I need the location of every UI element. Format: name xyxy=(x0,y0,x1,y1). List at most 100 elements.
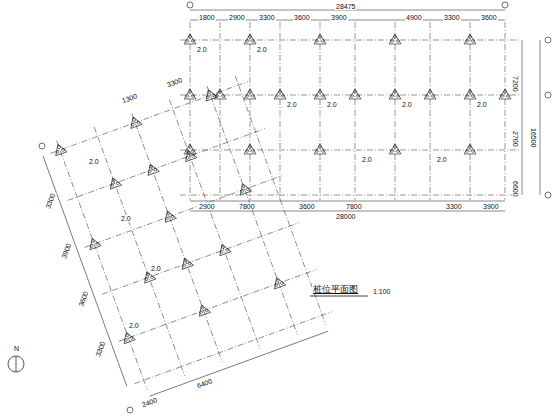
pile xyxy=(189,36,192,39)
pile xyxy=(469,146,472,149)
dimension-text: 3300 xyxy=(94,339,107,358)
pile xyxy=(246,150,249,153)
pile-cap xyxy=(464,34,476,44)
pile xyxy=(246,40,249,43)
pile xyxy=(274,283,278,287)
pile xyxy=(186,150,189,153)
pile xyxy=(188,262,192,266)
pile xyxy=(426,95,429,98)
pile xyxy=(246,187,250,191)
pile xyxy=(276,279,280,283)
pile-cap xyxy=(499,89,511,99)
cap-thickness: 2.0 xyxy=(401,101,413,108)
pile-cap xyxy=(314,144,326,154)
pile xyxy=(199,311,203,315)
pile-cap xyxy=(216,242,231,256)
dimension-text: 2400 xyxy=(140,396,159,409)
pile xyxy=(91,239,95,243)
angled-wing xyxy=(40,72,338,402)
pile xyxy=(504,91,507,94)
dimension-text: 6600 xyxy=(512,180,519,198)
title-underline xyxy=(310,296,368,297)
pile-cap xyxy=(162,209,177,223)
pile xyxy=(191,154,195,158)
dimension-text: 28000 xyxy=(335,213,356,220)
pile-cap xyxy=(244,144,256,154)
dimension-lines xyxy=(190,10,540,211)
cap-thickness: 2.0 xyxy=(286,101,298,108)
pile xyxy=(150,275,154,279)
pile xyxy=(90,244,94,248)
pile xyxy=(126,333,130,337)
pile xyxy=(249,146,252,149)
pile-cap xyxy=(389,89,401,99)
pile xyxy=(466,95,469,98)
pile-cap xyxy=(87,236,102,250)
dimension-text: 1800 xyxy=(198,14,216,21)
pile xyxy=(472,95,475,98)
pile xyxy=(225,248,229,252)
pile xyxy=(208,91,212,95)
pile xyxy=(212,93,216,97)
pile xyxy=(96,242,100,246)
pile xyxy=(316,95,319,98)
scale-text: 1:100 xyxy=(372,288,392,295)
pile xyxy=(206,95,210,99)
pile-cap xyxy=(184,89,196,99)
pile xyxy=(319,36,322,39)
pile xyxy=(466,150,469,153)
pile xyxy=(182,264,186,268)
pile-cap xyxy=(121,330,136,344)
pile-cap xyxy=(314,89,326,99)
pile xyxy=(391,95,394,98)
north-mark: N xyxy=(13,345,20,352)
pile xyxy=(221,245,225,249)
pile xyxy=(282,95,285,98)
pile-cap xyxy=(182,148,197,162)
north-arrow xyxy=(8,356,24,372)
pile xyxy=(57,145,61,149)
pile xyxy=(279,91,282,94)
pile xyxy=(280,281,284,285)
pile xyxy=(394,91,397,94)
cap-thickness: 2.0 xyxy=(88,158,100,165)
pile xyxy=(145,277,149,281)
pile-cap xyxy=(464,144,476,154)
pile xyxy=(216,95,219,98)
pile-cap xyxy=(237,182,252,196)
pile xyxy=(167,212,171,216)
dimension-text: 3900 xyxy=(482,203,500,210)
pile xyxy=(472,40,475,43)
pile xyxy=(472,150,475,153)
pile xyxy=(322,40,325,43)
pile xyxy=(432,95,435,98)
pile xyxy=(397,95,400,98)
pile xyxy=(240,189,244,193)
dimension-text: 16500 xyxy=(530,127,537,148)
pile xyxy=(397,40,400,43)
pile xyxy=(391,150,394,153)
dimension-text: 3600 xyxy=(293,14,311,21)
pile-cap xyxy=(244,89,256,99)
dimension-text: 3600 xyxy=(77,289,90,308)
dimension-text: 2900 xyxy=(198,203,216,210)
pile xyxy=(184,259,188,263)
axis-grid xyxy=(180,22,520,200)
pile xyxy=(124,338,128,342)
drawing-title: 桩位平面图 xyxy=(312,285,359,294)
pile xyxy=(252,40,255,43)
pile xyxy=(394,146,397,149)
pile xyxy=(316,40,319,43)
pile xyxy=(357,95,360,98)
pile xyxy=(189,146,192,149)
pile xyxy=(116,181,120,185)
pile-cap xyxy=(196,303,211,317)
pile-cap xyxy=(244,34,256,44)
dimension-text: 7800 xyxy=(238,203,256,210)
pile xyxy=(131,123,135,127)
pile-cap xyxy=(424,89,436,99)
pile xyxy=(219,91,222,94)
pile xyxy=(242,185,246,189)
